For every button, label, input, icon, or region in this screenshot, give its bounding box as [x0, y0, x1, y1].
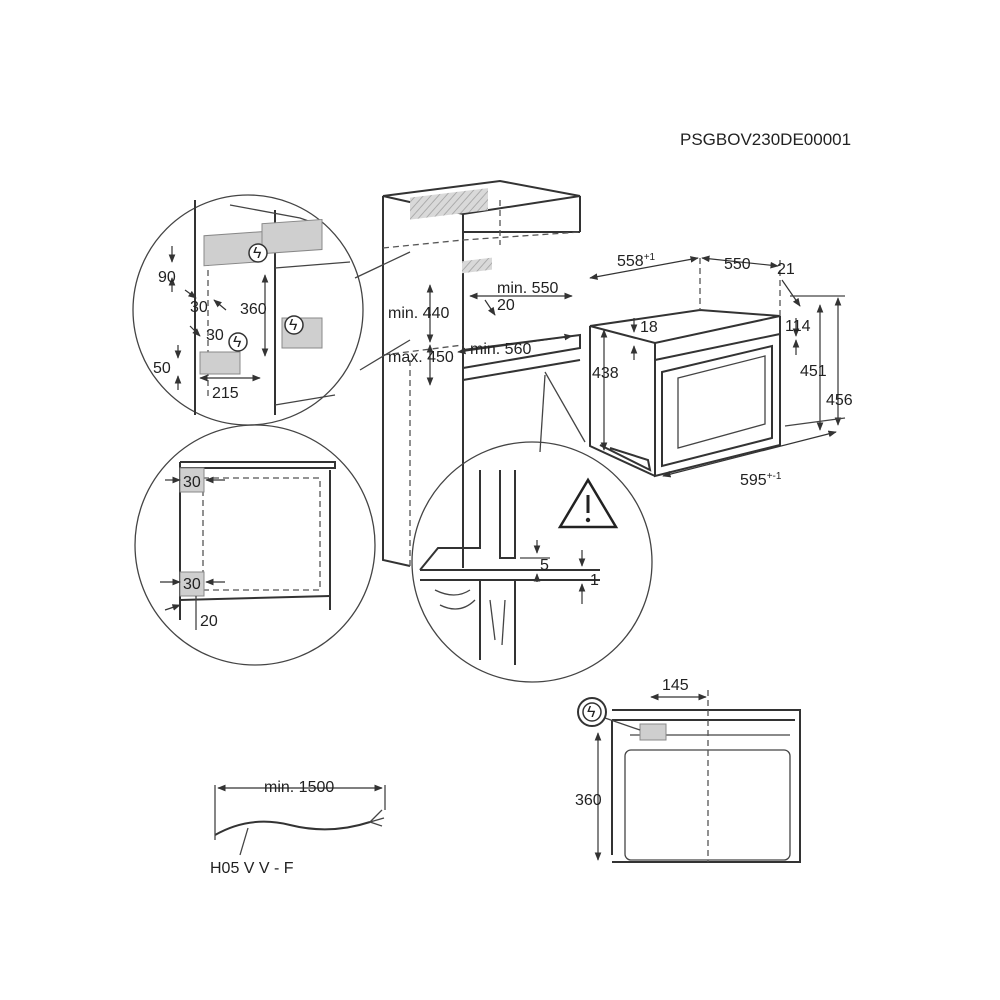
detail-side-20: 20	[200, 613, 218, 630]
document-code: PSGBOV230DE00001	[680, 130, 851, 149]
niche-min-560: min. 560	[470, 341, 531, 358]
detail-edge-1: 1	[590, 572, 599, 589]
detail-socket-circle: ϟ ϟ ϟ 90 30 360 30 50 215	[132, 194, 364, 426]
oven-top-18: 18	[640, 319, 658, 336]
niche-min-440: min. 440	[388, 305, 449, 322]
niche-socket-zone	[410, 188, 488, 220]
detail-top-30b: 30	[206, 327, 224, 344]
oven-depth-body: 550	[724, 256, 751, 273]
electrical-connection-icon	[582, 702, 602, 722]
detail-top-90: 90	[158, 269, 176, 286]
oven-depth: 558+1	[617, 252, 656, 270]
oven-h-451: 451	[800, 363, 827, 380]
detail-top-50: 50	[153, 360, 171, 377]
cabinet-niche: min. 550 min. 440 max. 450 min. 560 20	[354, 179, 586, 568]
detail-side-circle: 30 30 20	[134, 424, 376, 666]
svg-text:ϟ: ϟ	[587, 704, 596, 721]
niche-gap-20: 20	[497, 297, 515, 314]
svg-text:ϟ: ϟ	[289, 317, 298, 334]
detail-side-bottom-30: 30	[183, 576, 201, 593]
cable-length: min. 1500	[264, 779, 334, 796]
oven-product: 558+1 550 21 438 18 114 451 456 595+-1	[589, 252, 853, 489]
detail-edge-5: 5	[540, 557, 549, 574]
detail-top-30a: 30	[190, 299, 208, 316]
niche-max-450: max. 450	[388, 349, 454, 366]
svg-text:ϟ: ϟ	[233, 334, 242, 351]
oven-h-456: 456	[826, 392, 853, 409]
oven-front-21: 21	[777, 261, 795, 278]
detail-top-360: 360	[240, 301, 267, 318]
warning-triangle-icon	[557, 477, 619, 529]
cable-diagram: min. 1500 H05 V V - F	[210, 779, 386, 877]
niche-min-550: min. 550	[497, 280, 558, 297]
socket-view: ϟ 145 360	[575, 677, 801, 863]
detail-side-top-30: 30	[183, 474, 201, 491]
oven-h-114: 114	[785, 318, 811, 335]
socket-360: 360	[575, 792, 602, 809]
detail-top-215: 215	[212, 385, 239, 402]
oven-height-438: 438	[592, 365, 619, 382]
svg-text:ϟ: ϟ	[253, 245, 262, 262]
socket-145: 145	[662, 677, 689, 694]
detail-edge-circle: 5 1	[411, 441, 653, 683]
cable-type: H05 V V - F	[210, 860, 294, 877]
oven-width: 595+-1	[740, 471, 782, 489]
